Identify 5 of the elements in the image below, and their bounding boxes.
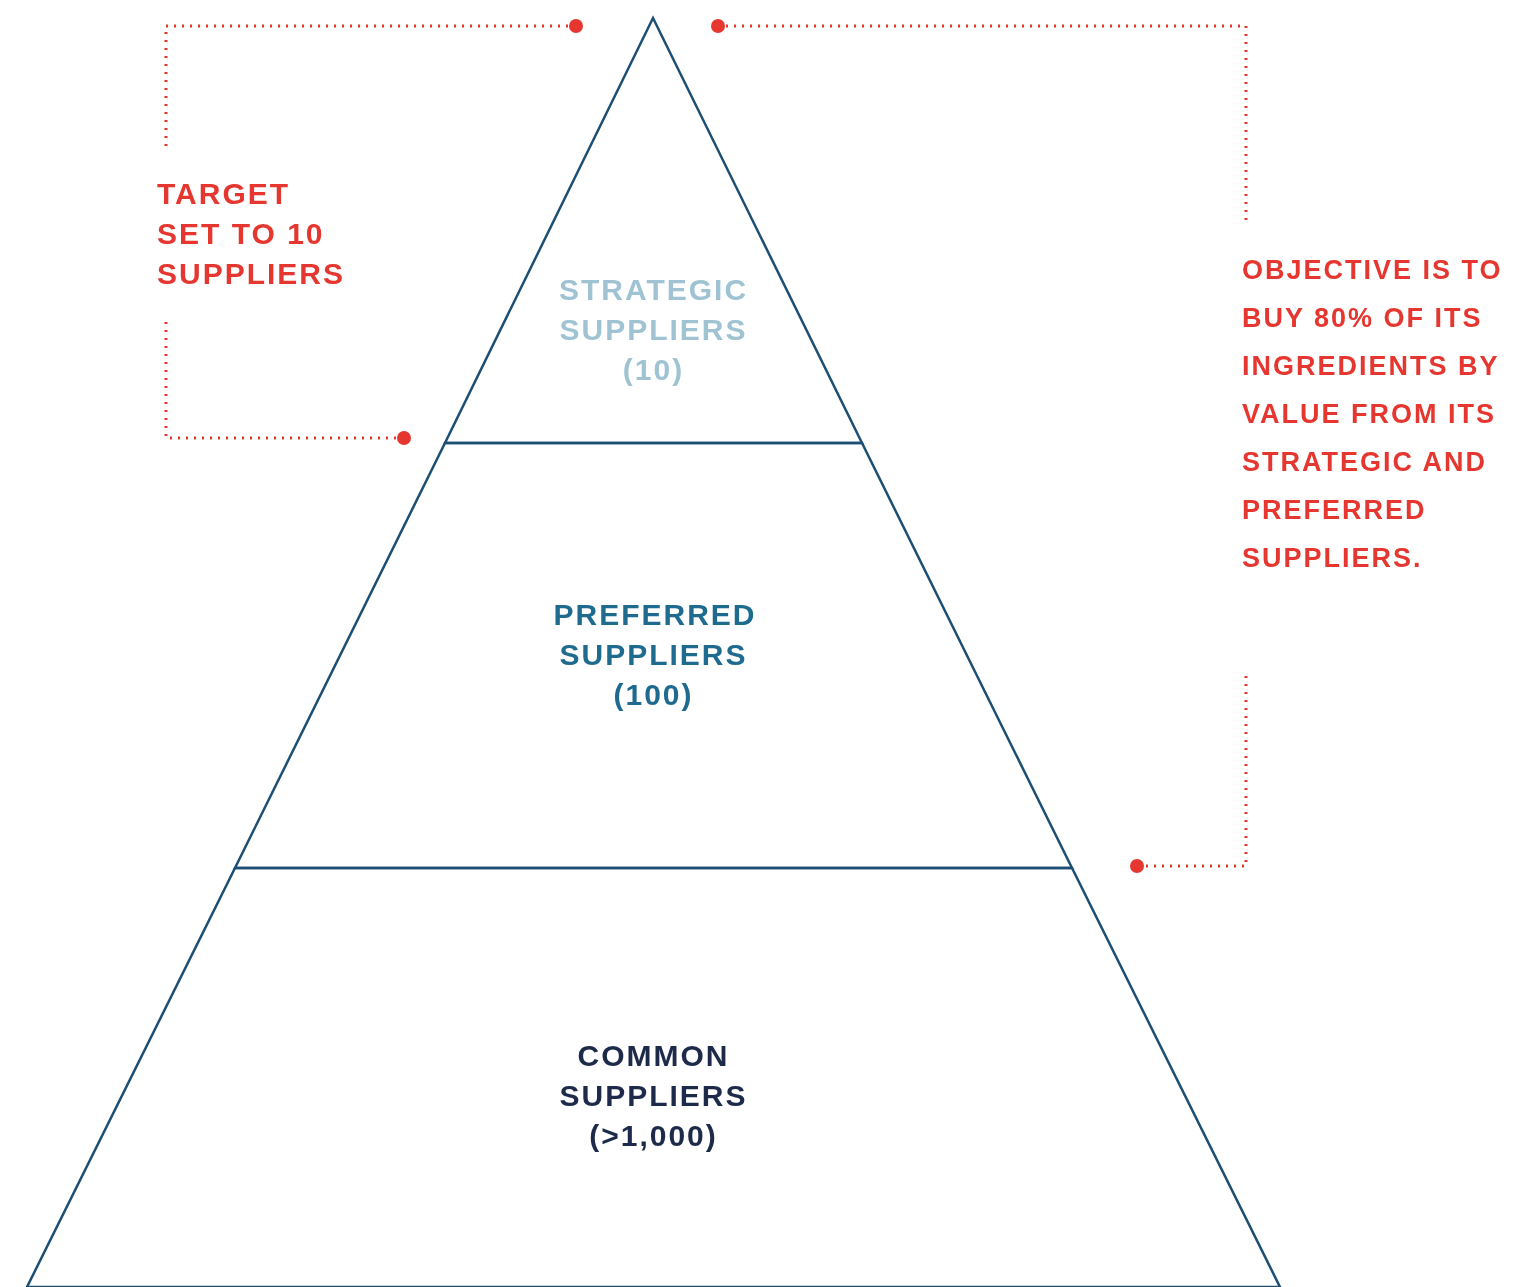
tier-label: PREFERRED SUPPLIERS (100)	[553, 597, 754, 713]
annotation-text: OBJECTIVE IS TO BUY 80% OF ITS INGREDIENTS BY VALUE FROM ITS STRATEGIC AND PREFERRED SUPPLIERS.	[1242, 254, 1504, 575]
tier-label: COMMON SUPPLIERS (>1,000)	[558, 1038, 749, 1154]
tier-label: STRATEGIC SUPPLIERS (10)	[557, 272, 750, 388]
annotation-text: TARGET SET TO 10 SUPPLIERS	[157, 176, 347, 292]
